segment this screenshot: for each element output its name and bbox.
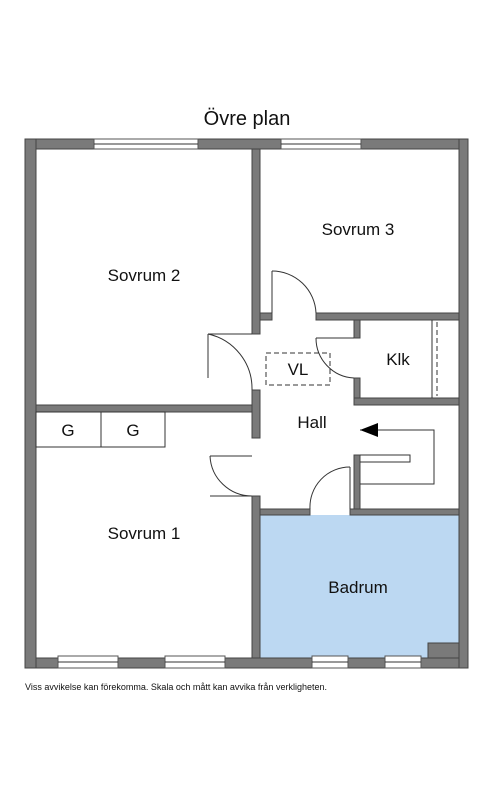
windows xyxy=(57,138,422,669)
room-label-sovrum3: Sovrum 3 xyxy=(322,220,395,239)
room-label-badrum: Badrum xyxy=(328,578,388,597)
closet-shelf xyxy=(431,320,438,398)
vl-hatch xyxy=(265,352,331,386)
interior-walls xyxy=(35,148,460,659)
room-label-sovrum1: Sovrum 1 xyxy=(108,524,181,543)
disclaimer-text: Viss avvikelse kan förekomma. Skala och … xyxy=(25,682,327,692)
doors xyxy=(207,270,355,510)
stair-arrow-icon xyxy=(360,423,378,437)
wardrobe-label-left: G xyxy=(61,421,74,440)
wardrobes xyxy=(35,411,166,448)
plan-title: Övre plan xyxy=(204,108,291,130)
bathroom-floor xyxy=(260,515,459,658)
room-label-vl: VL xyxy=(288,360,309,379)
room-label-klk: Klk xyxy=(386,350,410,369)
outer-walls xyxy=(24,138,469,669)
wardrobe-label-right: G xyxy=(126,421,139,440)
stair xyxy=(360,423,435,485)
room-label-sovrum2: Sovrum 2 xyxy=(108,266,181,285)
room-label-hall: Hall xyxy=(297,413,326,432)
